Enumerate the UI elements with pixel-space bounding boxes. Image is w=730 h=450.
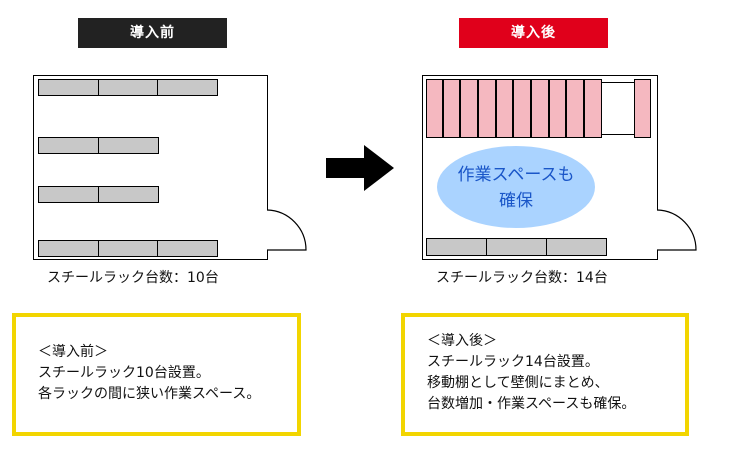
before-note-line: スチールラック10台設置。 bbox=[38, 365, 210, 381]
mobile-rack bbox=[513, 79, 531, 138]
right-arrow-icon bbox=[326, 145, 394, 191]
mobile-rack bbox=[549, 79, 566, 138]
after-note: ＜導入後＞ スチールラック14台設置。 移動棚として壁側にまとめ、 台数増加・作… bbox=[401, 313, 689, 436]
before-rack bbox=[38, 137, 99, 154]
after-rack-count: スチールラック台数：14台 bbox=[436, 270, 608, 286]
after-note-line: 台数増加・作業スペースも確保。 bbox=[427, 396, 636, 412]
after-note-line: 移動棚として壁側にまとめ、 bbox=[427, 375, 609, 391]
after-note-line: スチールラック14台設置。 bbox=[427, 354, 599, 370]
mobile-rack bbox=[531, 79, 549, 138]
before-room bbox=[33, 75, 268, 260]
mobile-rack bbox=[634, 79, 651, 138]
before-rack bbox=[38, 79, 99, 96]
after-header: 導入後 bbox=[459, 18, 608, 48]
mobile-rack bbox=[496, 79, 513, 138]
before-rack bbox=[38, 186, 99, 203]
before-note-line: ＜導入前＞ bbox=[38, 344, 108, 360]
mobile-rack bbox=[584, 79, 602, 138]
before-rack bbox=[157, 79, 218, 96]
workspace-label-line1: 作業スペースも bbox=[457, 165, 575, 185]
after-note-line: ＜導入後＞ bbox=[427, 333, 497, 349]
after-rack bbox=[426, 238, 487, 256]
before-note: ＜導入前＞ スチールラック10台設置。 各ラックの間に狭い作業スペース。 bbox=[12, 313, 301, 436]
mobile-rack bbox=[478, 79, 496, 138]
after-room bbox=[422, 75, 658, 260]
workspace-area bbox=[437, 146, 595, 228]
before-rack-count: スチールラック台数：10台 bbox=[47, 270, 219, 286]
after-rack bbox=[486, 238, 547, 256]
workspace-label-line2: 確保 bbox=[499, 191, 533, 211]
before-rack bbox=[38, 240, 99, 257]
before-rack bbox=[157, 240, 218, 257]
before-note-line: 各ラックの間に狭い作業スペース。 bbox=[38, 386, 261, 402]
door-swing-icon bbox=[656, 209, 697, 251]
before-rack bbox=[98, 79, 158, 96]
before-rack bbox=[98, 186, 159, 203]
mobile-rack bbox=[443, 79, 460, 138]
aisle-line bbox=[602, 134, 634, 135]
mobile-rack bbox=[460, 79, 478, 138]
mobile-rack bbox=[566, 79, 584, 138]
door-swing-icon bbox=[266, 209, 307, 251]
before-rack bbox=[98, 240, 158, 257]
before-header: 導入前 bbox=[78, 18, 227, 48]
after-rack bbox=[546, 238, 607, 256]
aisle-line bbox=[602, 82, 634, 83]
mobile-rack bbox=[426, 79, 443, 138]
workspace-label: 作業スペースも 確保 bbox=[437, 162, 595, 214]
before-rack bbox=[98, 137, 159, 154]
